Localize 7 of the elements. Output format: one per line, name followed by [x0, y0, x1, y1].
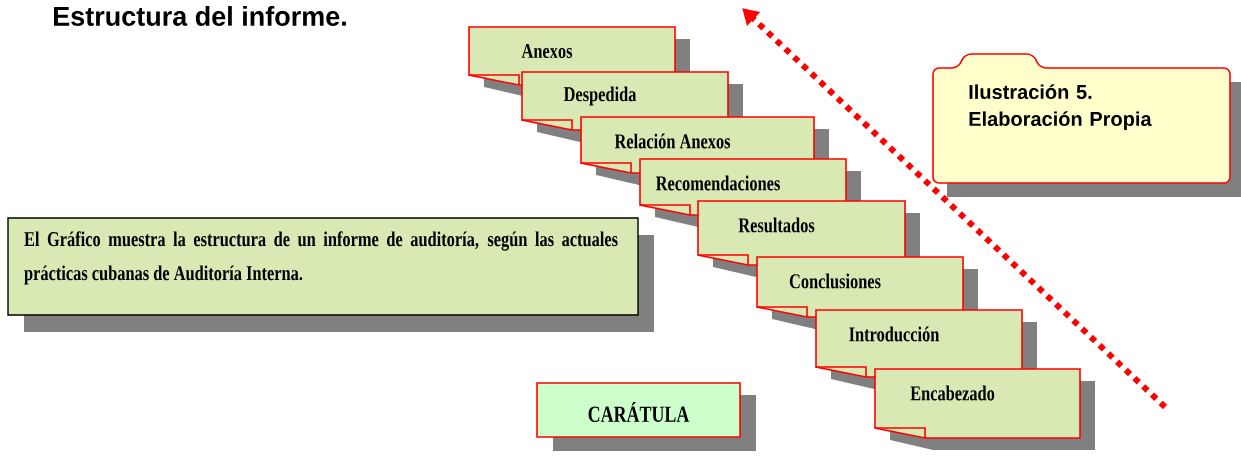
cover-box: CARÁTULA	[536, 382, 741, 438]
heading: Estructura del informe.	[54, 6, 346, 26]
text-box: El Gráfico muestra la estructura de un informe de auditoría, según las actuales prácticas cubanas de Auditoría Interna.	[7, 217, 639, 316]
note-box: Resultados	[697, 200, 906, 266]
note-box: Conclusiones	[756, 256, 964, 318]
folder-box: Ilustración 5. Elaboración Propia	[932, 53, 1231, 184]
note-box: Encabezado	[874, 368, 1081, 439]
